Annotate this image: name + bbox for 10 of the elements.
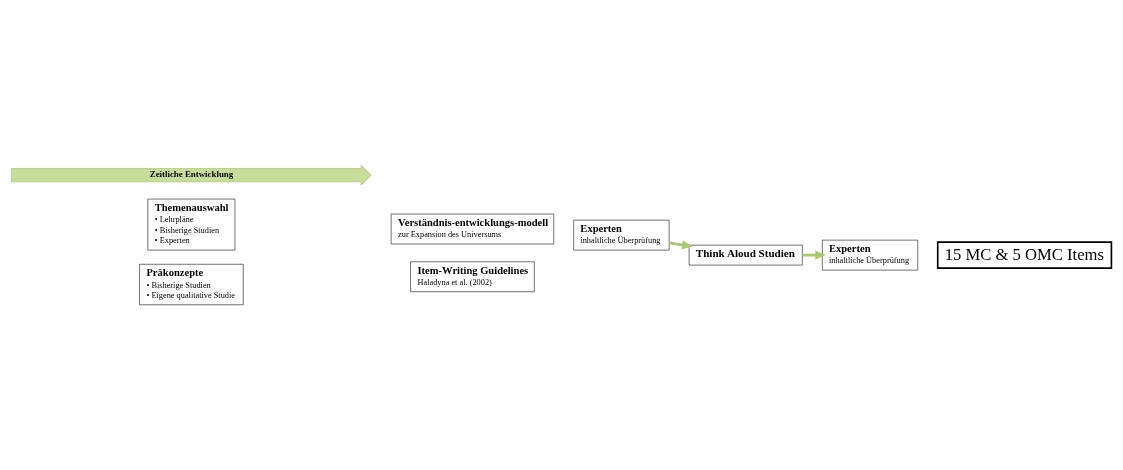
node-box: Experten inhaltliche Überprüfung	[573, 219, 670, 251]
arrow	[669, 240, 693, 250]
node-box: Experten inhaltliche Überprüfung	[822, 239, 919, 271]
node-box: Think Aloud Studien	[688, 244, 803, 266]
node-box: 15 MC & 5 OMC Items	[936, 241, 1113, 269]
node-box: Präkonzepte • Bisherige Studien • Eigene qualitative Studie	[139, 264, 244, 306]
node-box: Themenauswahl • Lehrpläne • Bisherige Studien • Experten	[147, 198, 236, 251]
node-box: Verständnis-entwicklungs-modell zur Expansion des Universums	[390, 213, 554, 245]
arrow	[802, 250, 826, 260]
node-box: Item-Writing Guidelines Haladyna et al. (2002)	[410, 261, 535, 292]
